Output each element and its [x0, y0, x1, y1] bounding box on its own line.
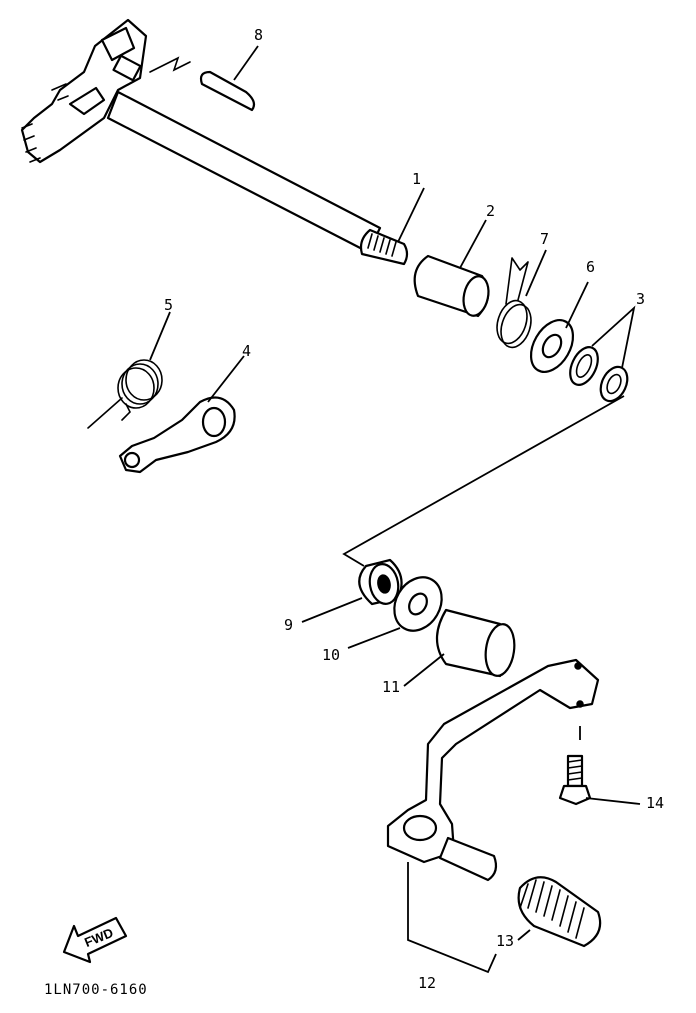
callout-10: 10	[322, 646, 341, 664]
drawing-code: 1LN700-6160	[44, 982, 148, 998]
shift-pedal-part-12	[386, 658, 600, 974]
bearing-part-9	[301, 558, 403, 623]
callout-4: 4	[242, 342, 252, 360]
callout-13: 13	[496, 932, 515, 950]
washer-part-10	[347, 576, 443, 649]
bolt-part-14	[558, 754, 641, 806]
pedal-rubber-part-13	[517, 876, 602, 948]
callout-14: 14	[646, 794, 665, 812]
lever-part-4	[118, 355, 245, 474]
washer-part-6	[529, 281, 589, 373]
callout-7: 7	[540, 230, 550, 248]
callout-11: 11	[382, 678, 401, 696]
circlip-part-3	[569, 305, 636, 403]
callout-8: 8	[254, 26, 264, 44]
collar-part-2	[413, 219, 490, 318]
fwd-arrow-icon	[62, 916, 128, 964]
callout-2: 2	[486, 202, 496, 220]
pin-part-8	[149, 45, 259, 112]
sleeve-part-11	[403, 608, 516, 687]
shift-shaft-part-1	[20, 18, 425, 266]
callout-6: 6	[586, 258, 596, 276]
callout-12: 12	[418, 974, 437, 992]
spring-part-5	[87, 311, 171, 429]
callout-5: 5	[164, 296, 174, 314]
alignment-line	[342, 395, 625, 567]
callout-9: 9	[284, 616, 294, 634]
callout-1: 1	[412, 170, 422, 188]
callout-3: 3	[636, 290, 646, 308]
spring-part-7	[496, 249, 547, 349]
